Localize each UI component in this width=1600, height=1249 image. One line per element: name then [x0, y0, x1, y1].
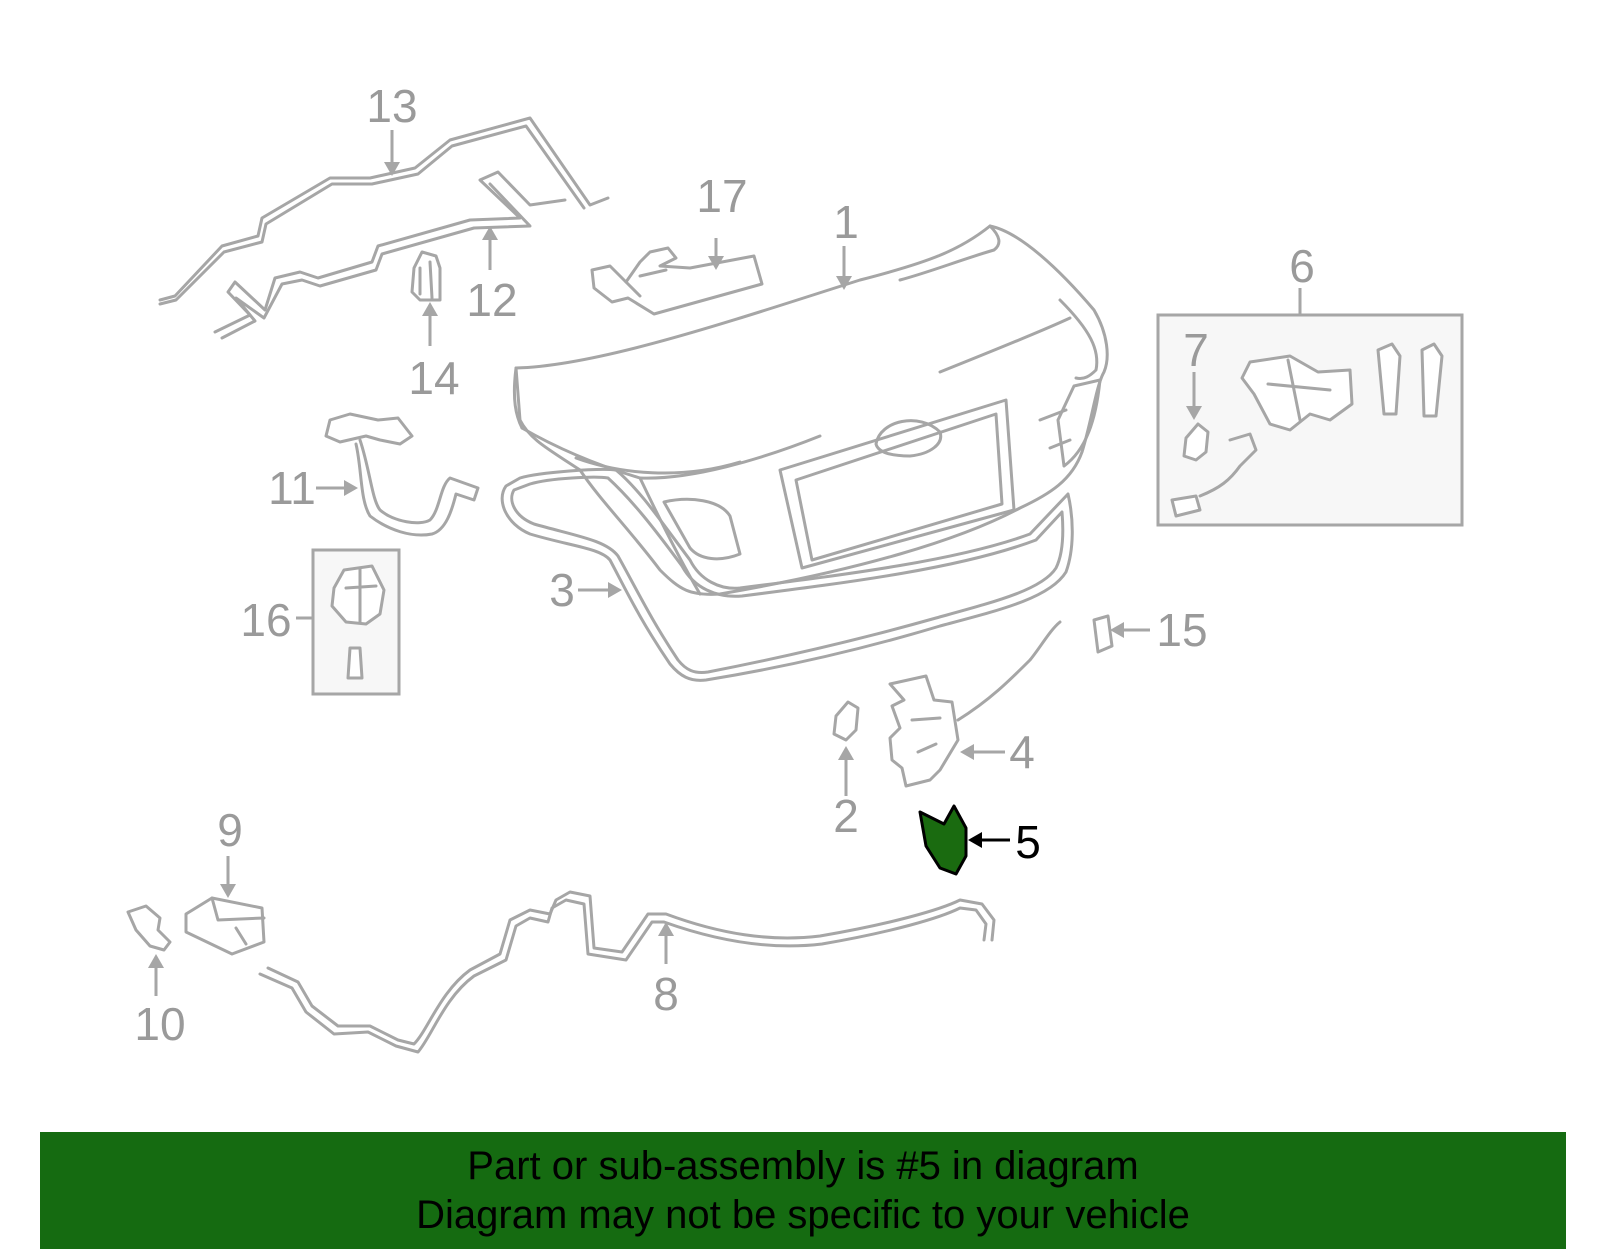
part-2-stop — [832, 700, 860, 742]
part-12-rod — [213, 170, 567, 340]
callout-3: 3 — [549, 564, 575, 616]
callout-8: 8 — [653, 968, 679, 1020]
info-banner: Part or sub-assembly is #5 in diagram Di… — [40, 1132, 1566, 1249]
callout-2: 2 — [833, 790, 859, 842]
callout-14: 14 — [408, 352, 459, 404]
callout-17: 17 — [696, 170, 747, 222]
leader-lines — [148, 130, 1302, 996]
callout-16: 16 — [240, 594, 291, 646]
callout-1: 1 — [833, 196, 859, 248]
callout-13: 13 — [366, 80, 417, 132]
callout-11: 11 — [268, 462, 316, 514]
banner-line-2: Diagram may not be specific to your vehi… — [416, 1193, 1190, 1237]
callout-12: 12 — [466, 274, 517, 326]
callout-10: 10 — [134, 998, 185, 1050]
part-15-bumper — [1092, 614, 1114, 654]
callout-9: 9 — [217, 804, 243, 856]
part-14-clip — [410, 250, 442, 302]
callout-15: 15 — [1156, 604, 1207, 656]
part-17-handle — [590, 246, 764, 316]
callout-6: 6 — [1289, 240, 1315, 292]
callout-7: 7 — [1183, 324, 1209, 376]
part-11-cable — [324, 412, 480, 537]
part-5-highlighted — [918, 804, 968, 876]
part-3-weatherstrip — [500, 467, 1074, 682]
part-6-kit — [1156, 313, 1464, 527]
callout-4: 4 — [1009, 726, 1035, 778]
part-4-latch — [888, 620, 1062, 788]
part-8-cable — [266, 890, 996, 1046]
part-16-kit — [311, 548, 401, 696]
part-9-cover — [184, 896, 266, 956]
banner-line-1: Part or sub-assembly is #5 in diagram — [467, 1144, 1139, 1188]
part-13-rod — [158, 116, 610, 306]
part-10-clip — [126, 904, 172, 952]
callout-5-highlighted: 5 — [1015, 816, 1041, 868]
